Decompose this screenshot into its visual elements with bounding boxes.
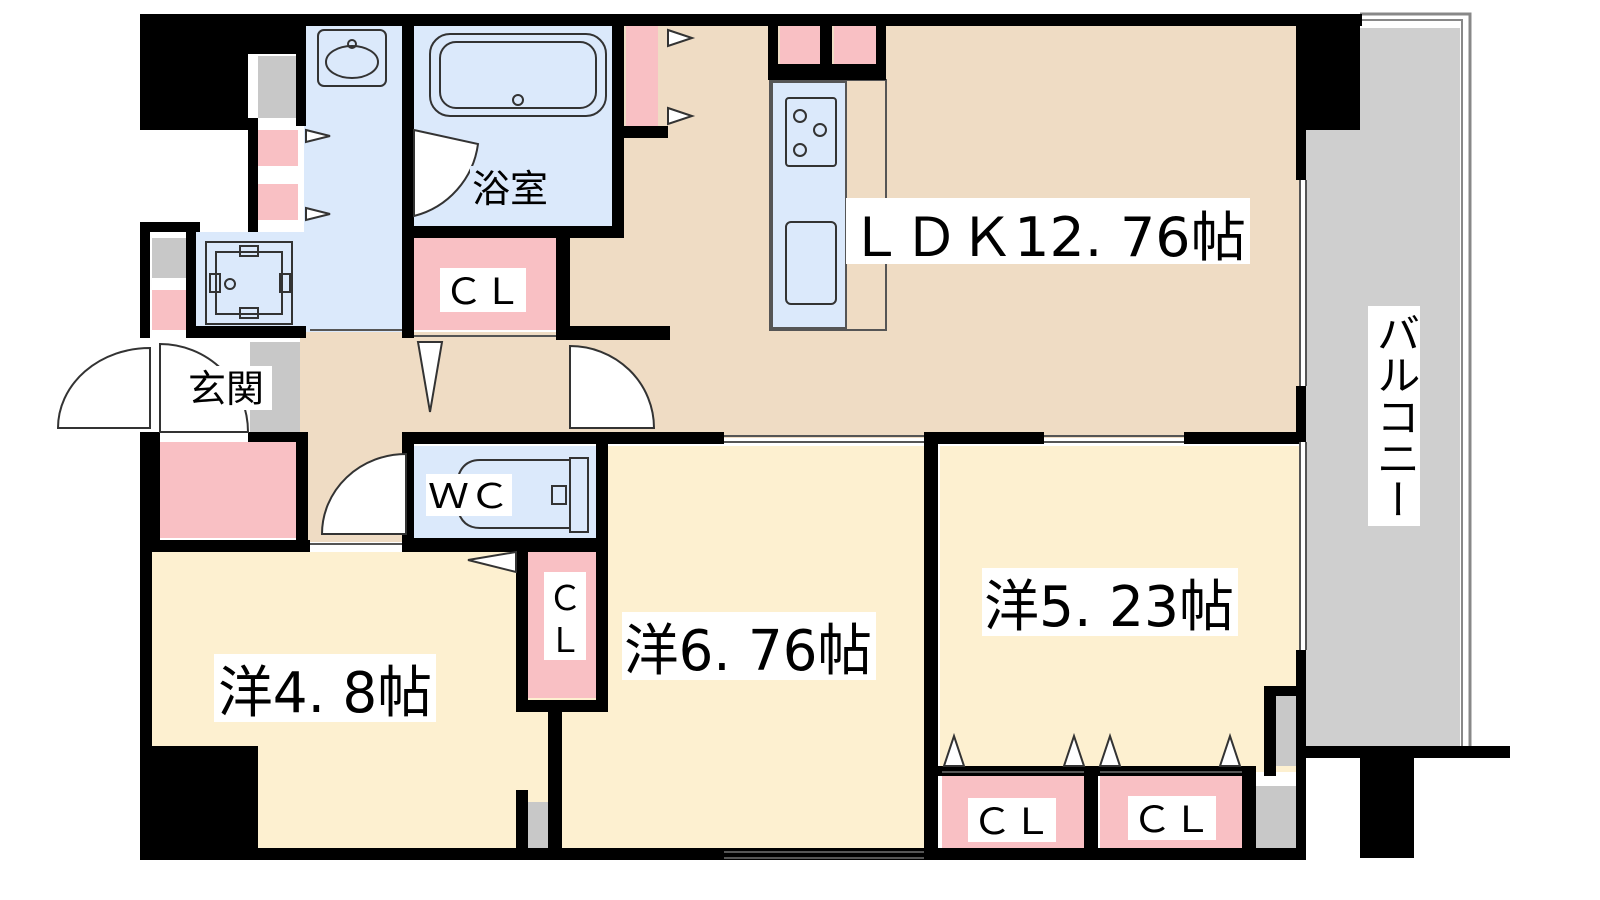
storage-small-1 [258,130,298,166]
bath-door [413,128,480,218]
laundry-floor [196,232,306,332]
stove-icon [785,97,837,167]
pantry-door-b [667,106,696,126]
closets [152,26,1242,858]
pantry-door-a [667,28,696,48]
balcony-rail-inner [1360,19,1463,750]
room-label-ldk: ＬＤＫ12. 76帖 [848,206,1246,269]
labels: ＬＤＫ12. 76帖 浴室 玄関 ＷＣ ＣＬ Ｃ Ｌ ＣＬ ＣＬ 洋4. 8帖 … [186,166,1420,843]
closet-label-bottom-2: ＣＬ [1132,800,1212,841]
ldk-door [569,344,656,429]
hall-door-tri [416,341,444,413]
pillar-5 [1256,786,1296,858]
pillars [152,56,1296,858]
room-label-west-5-23: 洋5. 23帖 [984,575,1234,640]
cl-mid-door-tri [467,550,517,574]
room-label-entrance: 玄関 [188,367,264,411]
washing-machine-icon [205,241,293,325]
room-label-bath: 浴室 [472,167,548,211]
wc-door [320,452,407,535]
balcony-rail [1360,12,1472,750]
room-label-west-6-76: 洋6. 76帖 [624,619,872,684]
closet-label-mid-l: Ｌ [548,621,582,661]
storage-door-a [305,128,331,144]
kitchen-cooktop-area [771,81,847,329]
washroom-floor [304,26,408,332]
washbasin-icon [317,29,387,87]
pillar-4 [1276,696,1296,766]
cl-b2-door-a [1098,732,1122,767]
storage-small-2 [258,184,298,220]
cl-b1-door-b [1062,732,1086,767]
walls [140,14,1510,860]
pillar-2 [152,238,188,278]
cl-b1-door-a [942,732,966,767]
bathtub-icon [429,33,607,117]
sink-icon [785,221,837,305]
storage-door-b [305,206,331,222]
room-label-balcony: バルコニー [1369,312,1420,520]
windows [310,180,1307,859]
closet-label-top: ＣＬ [444,272,522,313]
storage-small-3 [152,290,188,330]
closet-label-mid-c: Ｃ [548,579,582,619]
entrance-door [56,346,151,429]
closet-label-bottom-1: ＣＬ [972,802,1052,843]
pillar-3 [528,802,548,856]
pantry-1 [626,26,658,126]
pillar-1 [258,56,298,118]
shoe-closet [152,442,298,538]
entrance-inner-door [159,342,250,433]
cl-b2-door-b [1218,732,1242,767]
room-label-wc: ＷＣ [428,477,510,517]
room-label-west-4-8: 洋4. 8帖 [218,661,432,726]
fridge-space-1 [780,26,820,66]
fridge-space-2 [834,26,876,66]
doors [56,28,1242,767]
